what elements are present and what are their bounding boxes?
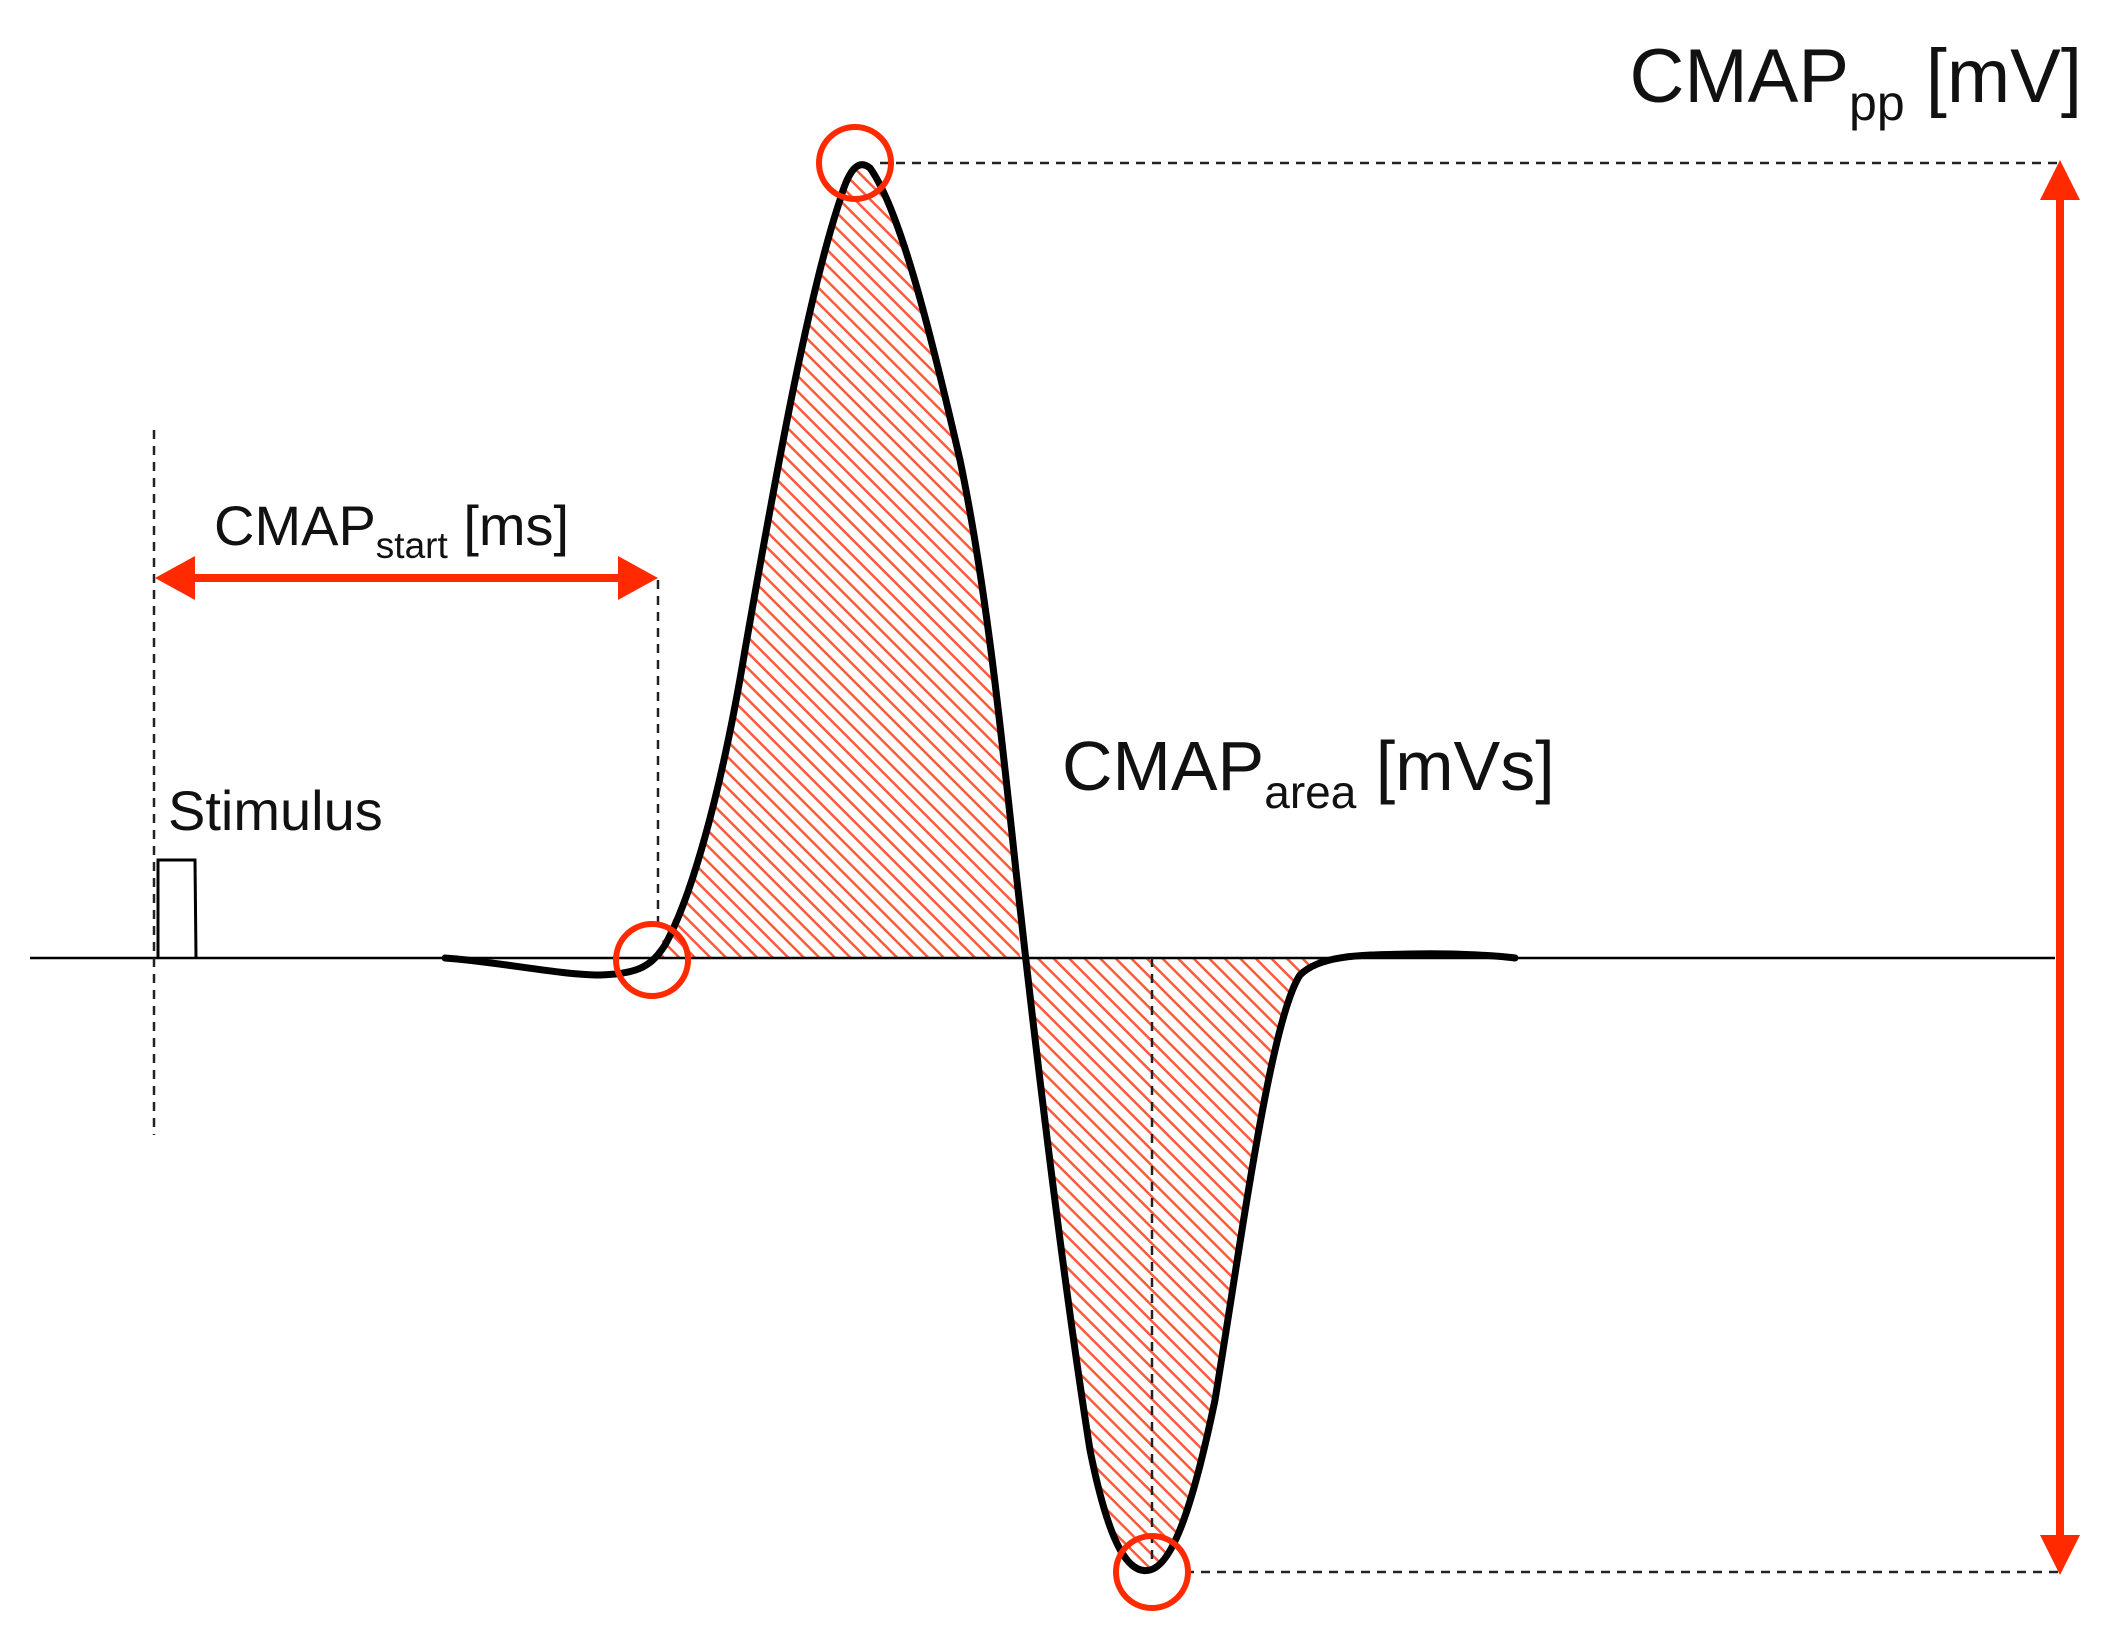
cmap-start-label: CMAPstart [ms] (214, 494, 569, 566)
onset-marker (613, 921, 691, 999)
cmap-pp-label: CMAPpp [mV] (1629, 34, 2082, 131)
positive-area-hatch (652, 164, 1020, 959)
stimulus-pulse (156, 858, 198, 959)
latency-arrow (155, 556, 658, 600)
negative-area-hatch (1025, 958, 1330, 1568)
cmap-area-label: CMAParea [mVs] (1062, 727, 1555, 818)
peak-marker (816, 124, 894, 202)
stimulus-label: Stimulus (168, 779, 383, 842)
cmap-trace (441, 161, 1519, 1575)
peak-to-peak-arrow (2040, 160, 2080, 1575)
trough-marker (1113, 1533, 1191, 1611)
